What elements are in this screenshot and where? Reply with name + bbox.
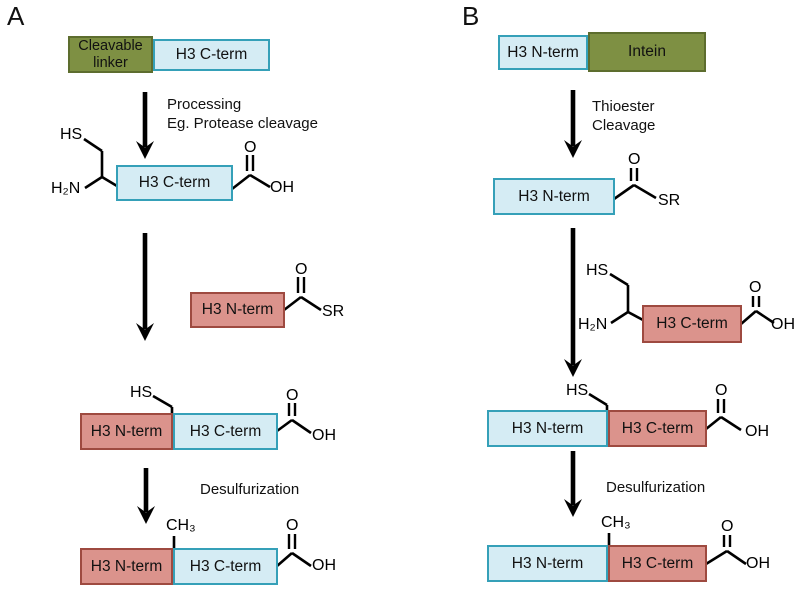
carbonyl-o-label: O <box>286 517 299 534</box>
h3-nterm-box: H3 N-term <box>487 410 608 447</box>
h3-cterm-box: H3 C-term <box>608 410 707 447</box>
amine-label: H₂N <box>51 180 81 197</box>
carbonyl-o-label: O <box>721 518 734 535</box>
panel-a-arrow-desulfurization <box>137 468 155 524</box>
hydroxyl-label: OH <box>270 179 294 196</box>
panel-a-arrow-ligation <box>136 233 154 341</box>
panel-a-final-bonds <box>172 534 312 568</box>
methyl-label: CH₃ <box>166 517 196 534</box>
h3-nterm-box: H3 N-term <box>487 545 608 582</box>
carbonyl-o-label: O <box>286 387 299 404</box>
amine-label: H₂N <box>578 316 608 333</box>
thiol-label: HS <box>566 382 589 399</box>
panel-a-cysteine-bonds <box>83 137 118 190</box>
carbonyl-o-label: O <box>749 279 762 296</box>
panel-b-arrow-desulfurization <box>564 451 582 517</box>
hydroxyl-label: OH <box>746 555 770 572</box>
h3-cterm-box: H3 C-term <box>173 413 278 450</box>
hydroxyl-label: OH <box>771 316 795 333</box>
thioester-sr-label: SR <box>658 192 681 209</box>
thioester-caption: Thioester <box>592 98 655 115</box>
carbonyl-o-label: O <box>715 382 728 399</box>
h3-nterm-box: H3 N-term <box>190 292 285 328</box>
h3-cterm-box: H3 C-term <box>173 548 278 585</box>
panel-a-arrow-processing <box>136 92 154 159</box>
carbonyl-o-label: O <box>628 151 641 168</box>
cleavable-linker-box: Cleavable linker <box>68 36 153 73</box>
protease-cleavage-caption: Eg. Protease cleavage <box>167 115 318 132</box>
thiol-label: HS <box>60 126 83 143</box>
methyl-label: CH₃ <box>601 514 631 531</box>
hydroxyl-label: OH <box>745 423 769 440</box>
panel-a-ligated-bonds <box>152 394 312 435</box>
panel-b-thioester-bonds <box>613 168 657 201</box>
carbonyl-o-label: O <box>295 261 308 278</box>
h3-nterm-box: H3 N-term <box>498 35 588 70</box>
thiol-label: HS <box>586 262 609 279</box>
h3-cterm-box: H3 C-term <box>608 545 707 582</box>
thiol-label: HS <box>130 384 153 401</box>
panel-a-fragment1-cooh-bonds <box>231 155 271 191</box>
processing-caption: Processing <box>167 96 242 113</box>
panel-b-final-bonds <box>607 533 747 566</box>
panel-b-arrow-thioester-cleavage <box>564 90 582 158</box>
panel-b-ligated-bonds <box>588 392 742 432</box>
desulfurization-caption: Desulfurization <box>606 479 706 496</box>
h3-nterm-box: H3 N-term <box>493 178 615 215</box>
cleavage-caption: Cleavage <box>592 117 656 134</box>
h3-cterm-box: H3 C-term <box>642 305 742 343</box>
h3-cterm-box: H3 C-term <box>116 165 233 201</box>
h3-cterm-box: H3 C-term <box>153 39 270 71</box>
carbonyl-o-label: O <box>244 139 257 156</box>
hydroxyl-label: OH <box>312 557 336 574</box>
hydroxyl-label: OH <box>312 427 336 444</box>
thioester-sr-label: SR <box>322 303 345 320</box>
panel-a-thioester-bonds <box>283 277 322 312</box>
panel-a-label: A <box>7 1 25 31</box>
desulfurization-caption: Desulfurization <box>200 481 300 498</box>
panel-b-cysteine-bonds <box>609 272 775 325</box>
h3-nterm-box: H3 N-term <box>80 413 173 450</box>
panel-b-arrow-ligation <box>564 228 582 377</box>
panel-b-label: B <box>462 1 480 31</box>
intein-box: Intein <box>588 32 706 72</box>
h3-nterm-box: H3 N-term <box>80 548 173 585</box>
